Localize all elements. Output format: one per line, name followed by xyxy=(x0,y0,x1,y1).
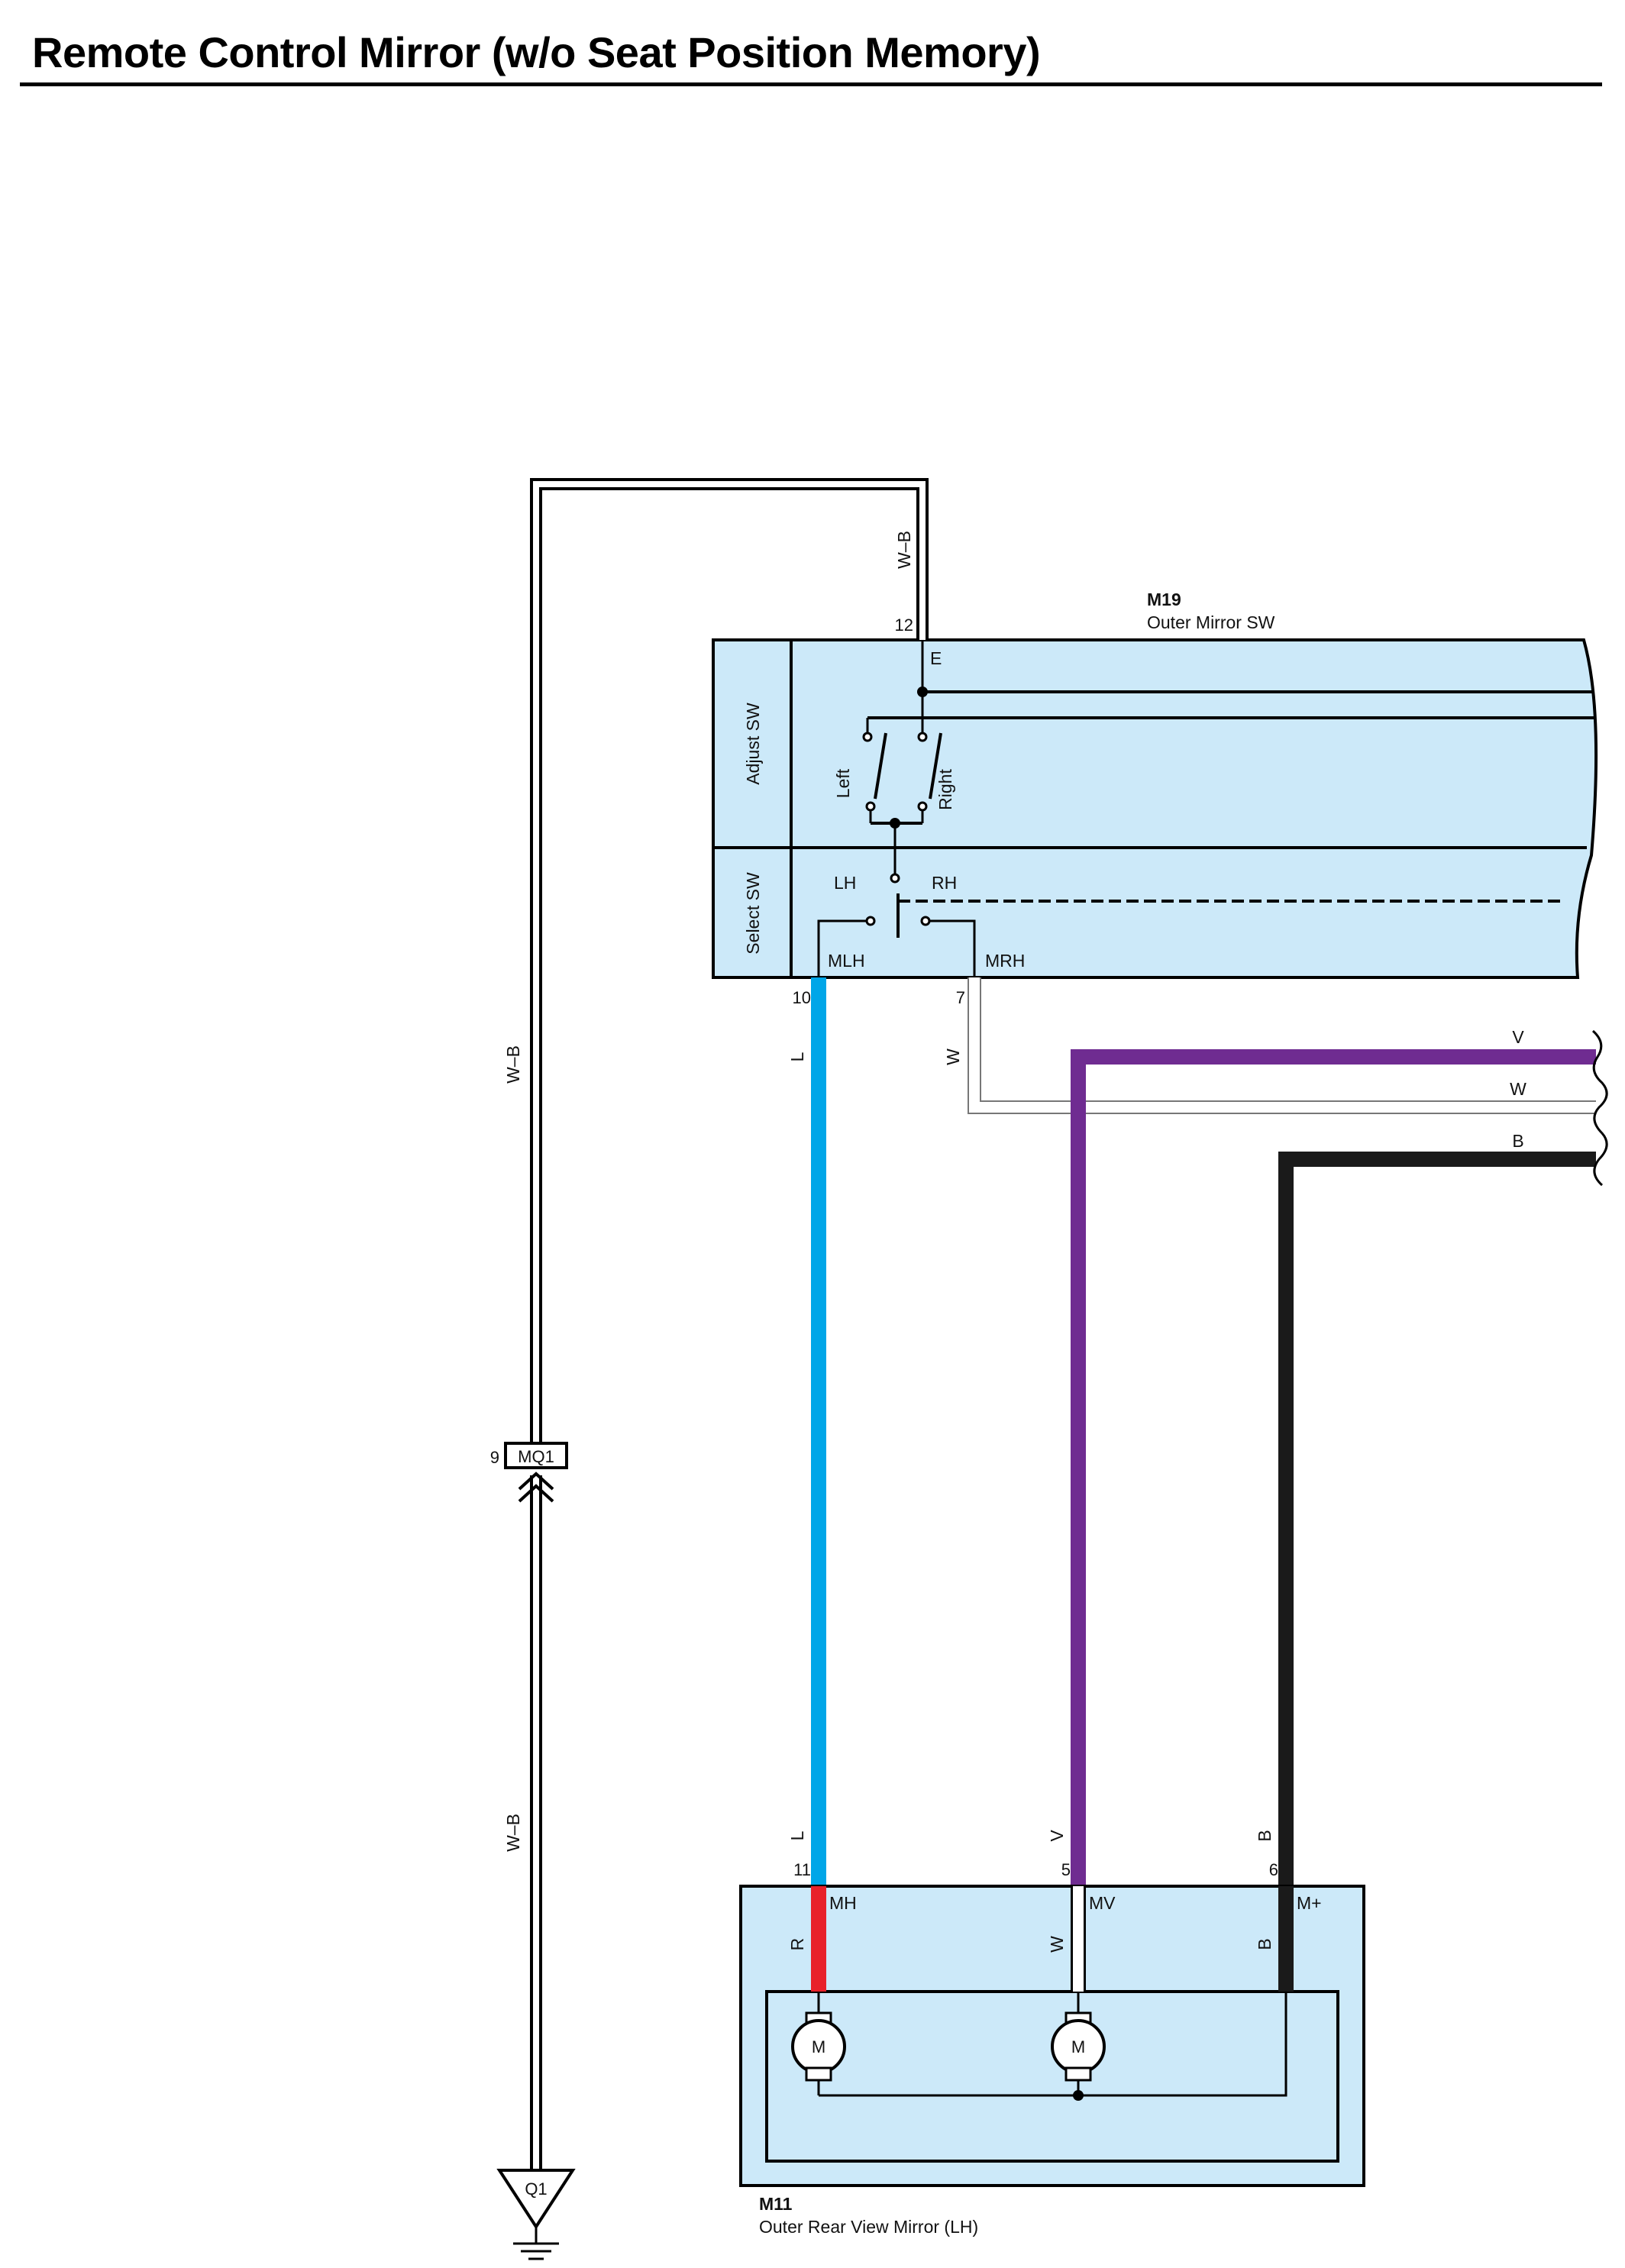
mlh-internal xyxy=(817,919,867,977)
mrh-label: MRH xyxy=(985,951,1025,971)
b-wire xyxy=(1278,1152,1596,1886)
pin-6: 6 xyxy=(1269,1860,1278,1879)
mlh-label: MLH xyxy=(828,951,865,971)
r-label-inside: R xyxy=(787,1938,807,1951)
mq1-pin: 9 xyxy=(490,1448,499,1467)
e-junction xyxy=(917,687,928,697)
left-label: Left xyxy=(833,768,853,798)
right-blade xyxy=(929,732,942,800)
right-contact-bottom xyxy=(917,801,928,812)
lh-contact xyxy=(865,916,876,926)
pin-5: 5 xyxy=(1061,1860,1071,1879)
right-w-label: W xyxy=(1510,1079,1526,1099)
l-label-top: L xyxy=(787,1052,807,1061)
pin-12: 12 xyxy=(895,615,913,635)
adjust-sw-label: Adjust SW xyxy=(743,703,763,785)
select-pivot xyxy=(890,873,900,884)
term-mh: MH xyxy=(829,1893,857,1913)
term-mv: MV xyxy=(1089,1893,1116,1913)
mq1-chevron-1 xyxy=(518,1472,554,1491)
rh-label: RH xyxy=(932,873,957,893)
left-contact-bottom xyxy=(865,801,876,812)
w-wire-outline xyxy=(968,977,1596,1114)
lh-label: LH xyxy=(834,873,856,893)
w-label-inside: W xyxy=(1047,1936,1067,1953)
pin-7: 7 xyxy=(956,988,965,1007)
terminal-e-label: E xyxy=(930,648,942,668)
v-label-bottom: V xyxy=(1047,1830,1067,1842)
wb-wire-core xyxy=(533,481,926,1442)
wb-label-mid: W–B xyxy=(503,1045,523,1084)
right-v-label: V xyxy=(1512,1027,1524,1047)
term-mplus: M+ xyxy=(1297,1893,1322,1913)
title-rule xyxy=(20,82,1602,86)
w-label-top: W xyxy=(943,1048,963,1065)
left-contact-top xyxy=(862,732,873,742)
mirror-id: M11 xyxy=(759,2194,793,2214)
mirror-inner-box xyxy=(765,1990,1339,2163)
motor2-label: M xyxy=(1071,2037,1085,2056)
wb-label-top: W–B xyxy=(894,531,914,569)
rh-contact xyxy=(920,916,931,926)
wire-break-marks xyxy=(1591,1029,1608,1187)
mirror-box xyxy=(739,1885,1365,2187)
motor-common-return xyxy=(819,1992,1287,2097)
mrh-internal xyxy=(929,919,976,977)
select-sw-label: Select SW xyxy=(743,872,763,955)
l-label-bottom: L xyxy=(787,1830,807,1840)
v-wire xyxy=(1071,1049,1596,1886)
mq1-connector xyxy=(504,1442,568,1469)
right-contact-top xyxy=(917,732,928,742)
b-label-inside: B xyxy=(1255,1938,1274,1950)
mq1-chevron-2 xyxy=(518,1484,554,1503)
motor1-label: M xyxy=(812,2037,825,2056)
switch-id: M19 xyxy=(1147,590,1181,609)
motor2-brush-bottom xyxy=(1064,2066,1092,2082)
wb-label-low: W–B xyxy=(503,1814,523,1852)
pin-11: 11 xyxy=(793,1860,811,1879)
right-label: Right xyxy=(935,769,955,810)
motor-common-junction xyxy=(1073,2090,1084,2101)
q1-ground-triangle xyxy=(496,2169,576,2230)
page-title: Remote Control Mirror (w/o Seat Position… xyxy=(32,28,1041,76)
b-label-bottom: B xyxy=(1255,1830,1274,1841)
q1-label: Q1 xyxy=(525,2179,547,2199)
switch-box xyxy=(712,638,1598,979)
right-b-label: B xyxy=(1512,1131,1523,1151)
pin-10: 10 xyxy=(793,988,811,1007)
motor1-brush-bottom xyxy=(805,2066,832,2082)
left-blade xyxy=(874,732,887,800)
w-wire-core xyxy=(969,977,1596,1113)
mq1-label: MQ1 xyxy=(518,1447,554,1466)
mirror-name: Outer Rear View Mirror (LH) xyxy=(759,2217,978,2237)
switch-name: Outer Mirror SW xyxy=(1147,612,1275,632)
